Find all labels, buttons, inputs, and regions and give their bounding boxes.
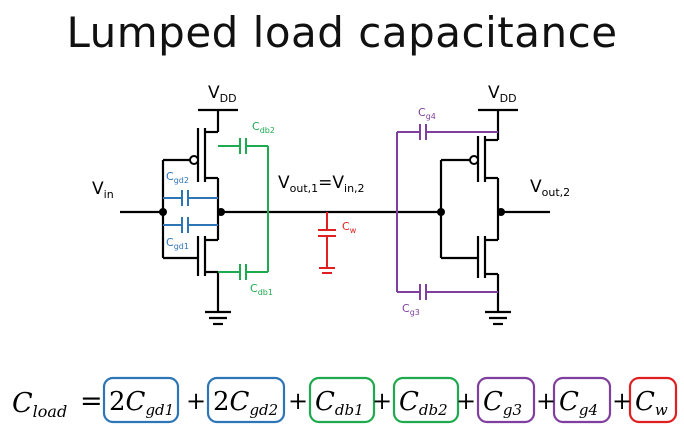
plus-sign: +: [186, 387, 206, 415]
cdb2-capacitor: [218, 138, 269, 272]
cdb1-capacitor: [218, 264, 268, 280]
term-db2: Cdb2: [399, 387, 448, 419]
cw-capacitor: [318, 212, 336, 274]
cgd1-label: Cgd1: [166, 236, 189, 251]
vdd-right-label: VDD: [488, 83, 517, 105]
cload-lhs: Cload: [12, 388, 67, 421]
plus-sign: +: [288, 387, 308, 415]
plus-sign: +: [456, 387, 476, 415]
plus-sign: +: [372, 387, 392, 415]
term-db1: Cdb1: [315, 387, 364, 419]
vin-label: Vin: [92, 179, 114, 201]
output1-node-dot: [217, 208, 225, 216]
term-gd2: 2Cgd2: [213, 387, 278, 419]
vdd-left-label: VDD: [208, 83, 237, 105]
cgd-capacitors: [163, 190, 218, 233]
pmos1-gate-bubble: [189, 155, 199, 165]
page-title: Lumped load capacitance: [66, 8, 618, 57]
cg4-label: Cg4: [418, 106, 436, 121]
inverter-1: [120, 108, 440, 326]
cg3-label: Cg3: [402, 302, 420, 317]
cdb2-label: Cdb2: [252, 120, 275, 135]
plus-sign: +: [536, 387, 556, 415]
cgd2-label: Cgd2: [166, 170, 189, 185]
cw-label: Cw: [342, 220, 357, 235]
term-box-db1: [308, 376, 376, 424]
term-box-g4: [552, 376, 612, 424]
inverter-2: [439, 108, 550, 326]
term-g4: Cg4: [559, 387, 598, 419]
vout1-vin2-label: Vout,1=Vin,2: [278, 173, 365, 195]
term-box-db2: [392, 376, 460, 424]
cg-capacitors: [396, 124, 498, 300]
equals-sign: =: [80, 386, 103, 417]
pmos2-gate-bubble: [469, 155, 479, 165]
input2-node-dot: [437, 208, 445, 216]
plus-sign: +: [612, 387, 632, 415]
term-gd1: 2Cgd1: [109, 387, 174, 419]
output2-node-dot: [497, 208, 505, 216]
term-w: Cw: [635, 387, 668, 419]
term-box-g3: [476, 376, 536, 424]
input-node-dot: [159, 208, 167, 216]
term-box-gd1: [102, 376, 180, 424]
cdb1-label: Cdb1: [250, 282, 273, 297]
term-g3: Cg3: [483, 387, 522, 419]
term-box-gd2: [206, 376, 286, 424]
term-box-w: [628, 376, 678, 424]
vout2-label: Vout,2: [530, 177, 570, 199]
